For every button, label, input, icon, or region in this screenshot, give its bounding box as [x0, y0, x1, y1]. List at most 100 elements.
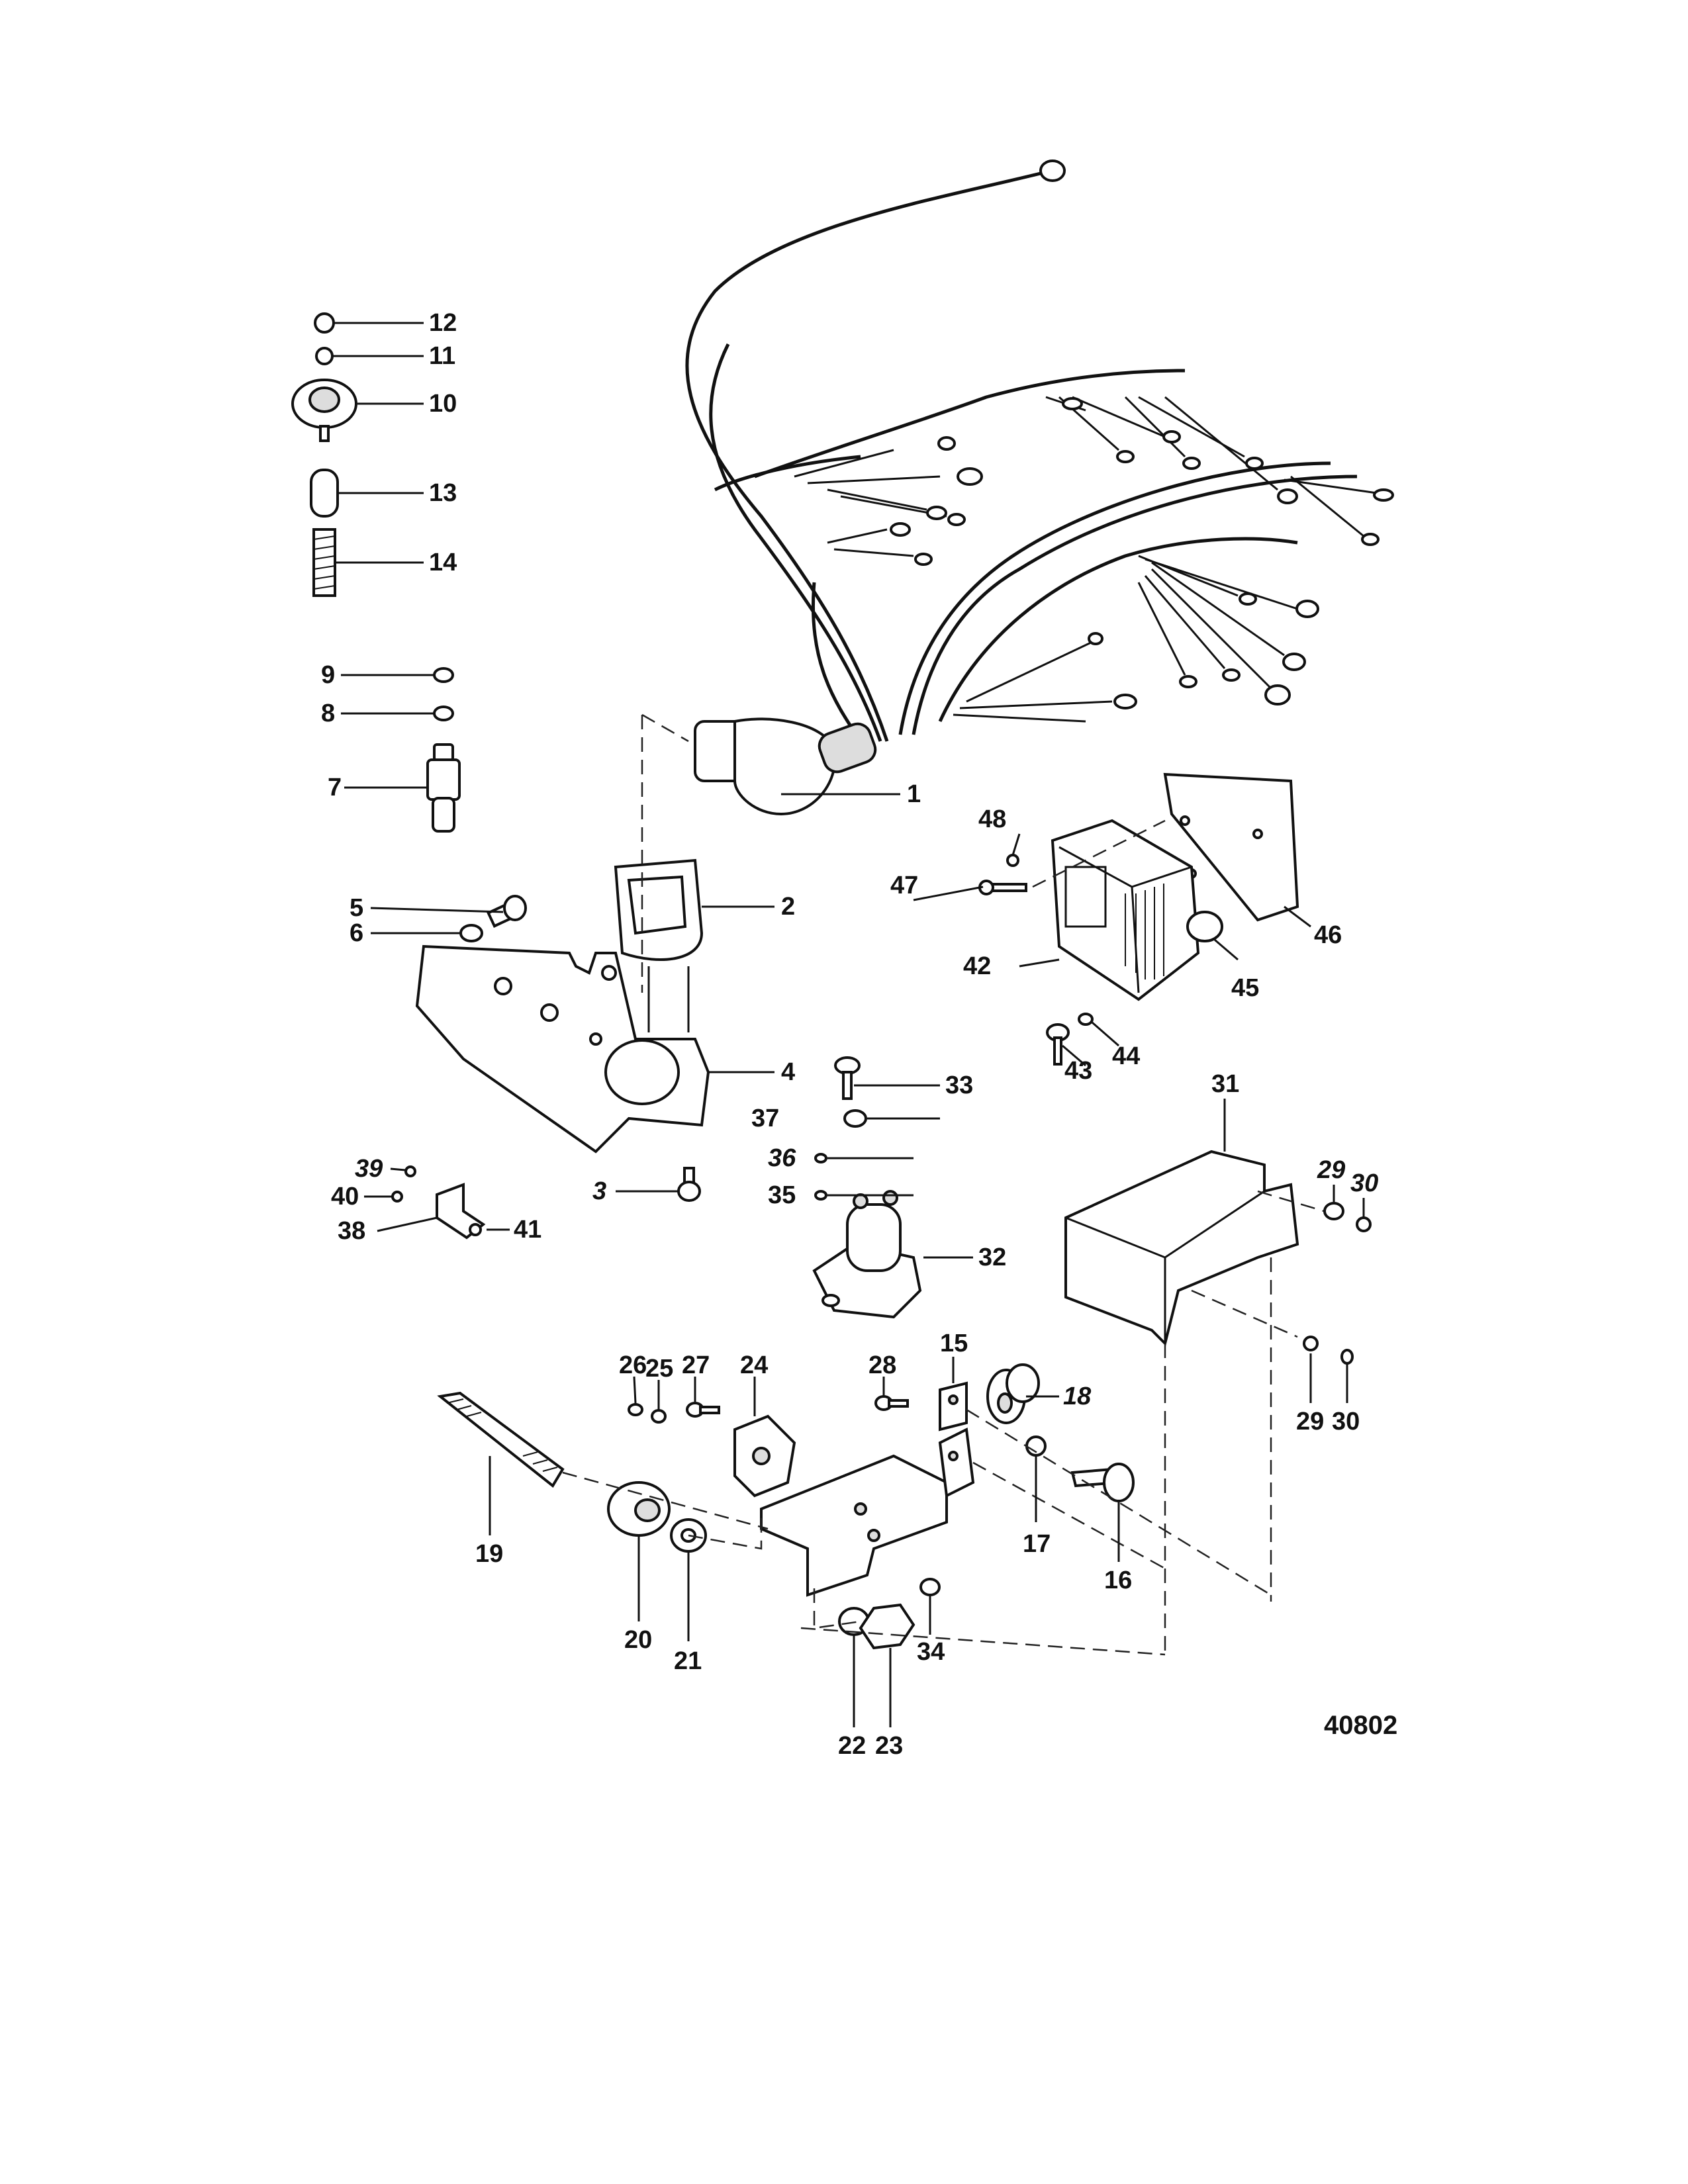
washer-36 [814, 1153, 827, 1163]
nut-34 [919, 1578, 941, 1596]
callout-2: 2 [781, 893, 795, 921]
stud-14 [312, 528, 336, 597]
screw-47 [978, 880, 1027, 895]
callout-38: 38 [338, 1217, 365, 1245]
callout-31: 31 [1211, 1070, 1239, 1098]
callout-24: 24 [740, 1351, 768, 1379]
callout-34: 34 [917, 1638, 945, 1666]
callout-6: 6 [350, 919, 363, 947]
screw-3 [677, 1167, 701, 1202]
washer-29a [1323, 1202, 1344, 1220]
parts-left-column [291, 312, 461, 833]
callout-47: 47 [890, 872, 918, 899]
callout-32: 32 [978, 1244, 1006, 1271]
callout-12: 12 [429, 309, 457, 337]
callout-21: 21 [674, 1647, 702, 1675]
callout-29a: 29 [1317, 1156, 1345, 1184]
washer-8 [433, 705, 454, 721]
callout-41: 41 [514, 1216, 541, 1244]
rectifier-24 [733, 1414, 796, 1498]
washer-44 [1078, 1013, 1094, 1026]
washer-6 [459, 924, 483, 942]
callout-3: 3 [592, 1177, 606, 1205]
starter-solenoid-32 [812, 1190, 922, 1319]
callout-9: 9 [321, 661, 335, 689]
callout-33: 33 [945, 1071, 973, 1099]
washer-48 [1006, 854, 1019, 867]
callout-45: 45 [1231, 974, 1259, 1002]
callout-35: 35 [768, 1181, 796, 1209]
screw-5 [486, 895, 527, 928]
callout-48: 48 [978, 805, 1006, 833]
callout-19: 19 [475, 1540, 503, 1568]
callout-1: 1 [907, 780, 921, 808]
figure-number: 40802 [1324, 1711, 1397, 1740]
grommet-2 [614, 858, 704, 961]
callout-40: 40 [331, 1183, 359, 1210]
callout-30b: 30 [1332, 1408, 1360, 1435]
callout-18: 18 [1063, 1383, 1092, 1410]
spacer-45 [1186, 911, 1223, 942]
screw-43 [1046, 1023, 1070, 1066]
stud-19 [437, 1391, 565, 1488]
callout-labels: 12 11 10 13 14 9 8 7 1 2 5 6 4 3 39 40 3… [321, 309, 1378, 1760]
callout-20: 20 [624, 1626, 652, 1654]
nut-35 [814, 1190, 827, 1201]
nut-23 [859, 1603, 915, 1650]
callout-28: 28 [868, 1351, 896, 1379]
spacer-20 [607, 1481, 671, 1537]
washer-11 [315, 347, 334, 365]
callout-8: 8 [321, 700, 335, 727]
callout-29b: 29 [1296, 1408, 1324, 1435]
callout-43: 43 [1064, 1057, 1092, 1085]
callout-17: 17 [1023, 1530, 1051, 1558]
callout-46: 46 [1314, 921, 1342, 949]
callout-16: 16 [1104, 1567, 1132, 1594]
nut-26 [628, 1403, 643, 1416]
harness-connector-top [1039, 159, 1066, 182]
screw-40 [391, 1191, 403, 1203]
rectifier-42 [1051, 819, 1200, 1001]
nut-30a [1356, 1216, 1372, 1232]
nut-41 [469, 1223, 482, 1236]
callout-15: 15 [940, 1330, 968, 1357]
wiring-harness [685, 159, 1394, 816]
sleeve-13 [310, 469, 339, 518]
adapter-plate-assembly [415, 713, 710, 1202]
washer-29b [1303, 1336, 1319, 1351]
callout-26: 26 [619, 1351, 647, 1379]
washer-25 [651, 1409, 667, 1424]
callout-7: 7 [328, 774, 342, 801]
screw-27 [686, 1402, 720, 1418]
gauge-sender-10 [291, 379, 357, 442]
callout-37: 37 [751, 1105, 779, 1132]
callout-30a: 30 [1350, 1169, 1378, 1197]
rectifier-assembly [978, 772, 1299, 1066]
nut-12 [314, 312, 335, 334]
leader-lines [333, 322, 1365, 1727]
temperature-sender-7 [426, 743, 461, 833]
callout-5: 5 [350, 894, 363, 922]
callout-13: 13 [429, 479, 457, 507]
screw-28 [874, 1395, 909, 1411]
callout-10: 10 [429, 390, 457, 418]
nut-37 [843, 1109, 867, 1128]
nuts-35-37 [814, 1109, 867, 1201]
bracket-15 [939, 1381, 968, 1432]
bracket-38-group [391, 1165, 486, 1240]
screw-39 [404, 1165, 416, 1177]
screw-33 [834, 1056, 861, 1100]
heat-sink-plate-46 [1163, 772, 1299, 922]
callout-4: 4 [781, 1058, 795, 1086]
callout-36: 36 [768, 1144, 796, 1172]
callout-11: 11 [429, 342, 455, 370]
bolt-16 [1070, 1463, 1135, 1502]
callout-25: 25 [645, 1355, 673, 1383]
lower-bracket-assembly [437, 1363, 1272, 1656]
harness-plug [694, 717, 877, 816]
bracket-main [760, 1427, 975, 1597]
callout-22: 22 [838, 1732, 866, 1760]
callout-14: 14 [429, 549, 457, 576]
nut-9 [433, 667, 454, 683]
